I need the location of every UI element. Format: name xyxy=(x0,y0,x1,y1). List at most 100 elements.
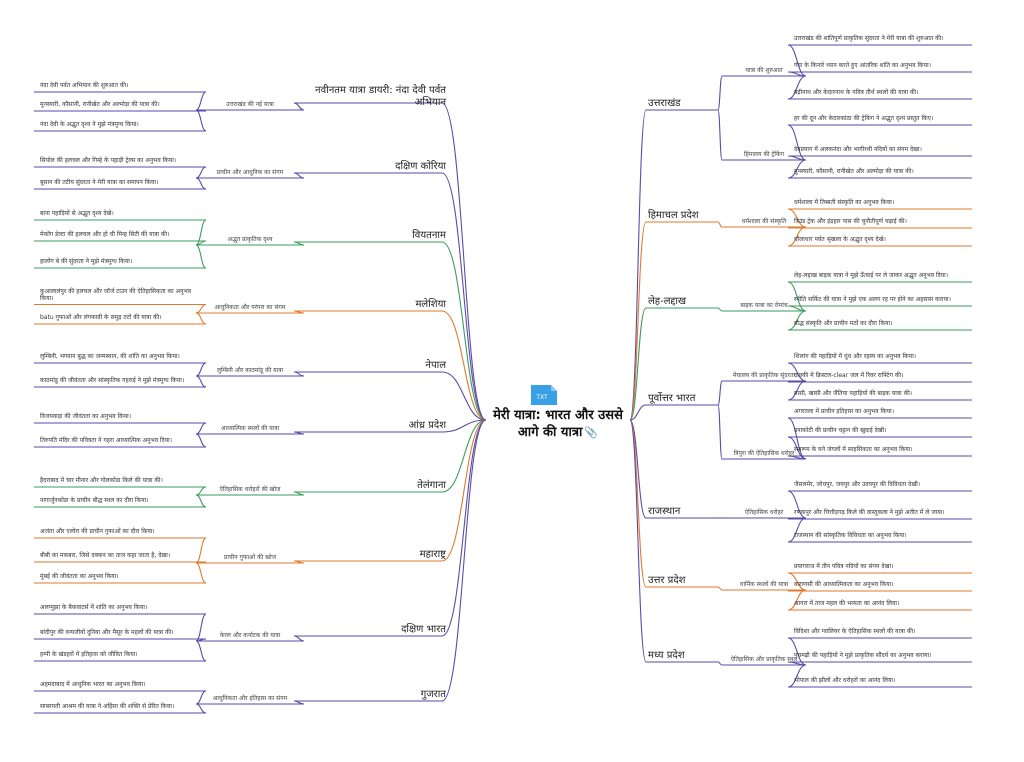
leaf-topic[interactable]: हम्पी के खंडहरों में इतिहास को जीवित किय… xyxy=(40,651,138,658)
leaf-topic[interactable]: नंदा देवी के अद्भुत दृश्य ने मुझे मंत्रम… xyxy=(40,121,139,128)
subtopic-left-5-0[interactable]: आध्यात्मिक स्थलों की यात्रा xyxy=(220,425,280,432)
leaf-topic[interactable]: मेकोंग डेल्टा की हलचल और हो ची मिन्ह सिट… xyxy=(40,231,170,238)
subtopic-left-2-0[interactable]: अद्भुत प्राकृतिक दृश्य xyxy=(227,236,273,243)
subtopic-left-7-0[interactable]: प्राचीन गुफाओं की खोज xyxy=(223,554,277,561)
subtopic-left-3-0[interactable]: आधुनिकता और परंपरा का संगम xyxy=(214,304,286,311)
subtopic-right-0-1[interactable]: हिमालय की ट्रेकिंग xyxy=(744,151,784,158)
leaf-topic[interactable]: नागार्जुनकोंडा के प्राचीन बौद्ध स्थल का … xyxy=(40,497,149,504)
connector-line xyxy=(629,109,647,421)
central-topic-title: मेरी यात्रा: भारत और उससे आगे की यात्रा xyxy=(493,408,623,440)
central-topic[interactable]: मेरी यात्रा: भारत और उससे आगे की यात्रा📎 xyxy=(488,408,628,442)
branch-left-9[interactable]: गुजरात xyxy=(420,688,446,700)
subtopic-left-0-0[interactable]: उत्तराखंड की नई यात्रा xyxy=(226,101,274,108)
leaf-topic[interactable]: देवप्रयाग में अलकनंदा और भागीरथी नदियों … xyxy=(794,146,922,153)
subtopic-right-1-0[interactable]: धर्मशाला की संस्कृति xyxy=(741,218,787,225)
branch-left-0[interactable]: नवीनतम यात्रा डायरी: नंदा देवी पर्वत अभि… xyxy=(315,84,446,109)
leaf-topic[interactable]: मासी, खासी और जैंतिया पहाड़ियों की बाइक … xyxy=(794,390,913,397)
leaf-topic[interactable]: गंगा के किनारे ध्यान करते हुए आंतरिक शां… xyxy=(794,62,931,69)
leaf-topic[interactable]: मुनस्यारी, कौसानी, रानीखेत और अल्मोड़ा क… xyxy=(40,101,160,108)
subtopic-right-4-0[interactable]: ऐतिहासिक धरोहर xyxy=(744,509,784,516)
leaf-topic[interactable]: उनाकोटी की प्राचीन चट्टान की खुदाई देखी। xyxy=(794,427,887,434)
subtopic-left-9-0[interactable]: आधुनिकता और इतिहास का संगम xyxy=(212,695,288,702)
leaf-topic[interactable]: लुम्बिनी, भगवान बुद्ध का जन्मस्थान, की श… xyxy=(40,353,180,360)
leaf-topic[interactable]: अगरतला में प्राचीन इतिहास का अनुभव किया। xyxy=(794,408,894,415)
branch-left-6[interactable]: तेलंगाना xyxy=(417,479,446,491)
branch-right-0[interactable]: उत्तराखंड xyxy=(648,97,681,109)
leaf-topic[interactable]: बुसान की तटीय सुंदरता ने मेरी यात्रा का … xyxy=(40,179,159,186)
connector-line xyxy=(293,491,305,496)
branch-left-7[interactable]: महाराष्ट्र xyxy=(419,548,446,560)
leaf-topic[interactable]: काठमांडू की जीवंतता और सांस्कृतिक गहराई … xyxy=(40,377,185,384)
subtopic-right-6-0[interactable]: ऐतिहासिक और प्राकृतिक स्थल xyxy=(730,656,798,663)
connector-line xyxy=(441,419,487,637)
leaf-topic[interactable]: कुआलालंपुर की हलचल और जॉर्ज टाउन की ऐतिह… xyxy=(40,287,192,303)
leaf-topic[interactable]: हर की दून और केदारकांठा की ट्रेकिंग ने अ… xyxy=(794,115,934,122)
leaf-topic[interactable]: अहमदाबाद में आधुनिक भारत का अनुभव किया। xyxy=(40,681,146,688)
subtopic-right-0-0[interactable]: यात्रा की शुरुआत xyxy=(745,67,783,74)
branch-left-3[interactable]: मलेशिया xyxy=(415,298,446,310)
connector-line xyxy=(293,172,305,179)
subtopic-right-3-0[interactable]: मेघालय की प्राकृतिक सुंदरता xyxy=(733,372,795,379)
leaf-topic[interactable]: सियोल की हलचल और गिम्हे के पहाड़ी ट्रेल्… xyxy=(40,157,177,164)
leaf-topic[interactable]: बौद्ध संस्कृति और प्राचीन मठों का दौरा क… xyxy=(794,320,893,327)
leaf-topic[interactable]: विदिशा और ग्वालियर के ऐतिहासिक स्थलों की… xyxy=(794,628,916,635)
leaf-topic[interactable]: उत्तराखंड की शांतिपूर्ण प्राकृतिक सुंदरत… xyxy=(794,35,944,42)
leaf-topic[interactable]: त्रिउंड ट्रेक और इंद्रहार पास की चुनौतीप… xyxy=(794,218,907,225)
leaf-topic[interactable]: दावकी में क्रिस्टल-clear जल में रिवर राफ… xyxy=(794,372,904,379)
leaf-topic[interactable]: हैदराबाद में चार मीनार और गोलकोंडा किले … xyxy=(40,477,163,484)
branch-left-1[interactable]: दक्षिण कोरिया xyxy=(395,160,446,172)
leaf-topic[interactable]: विजयवाड़ा की जीवंतता का अनुभव किया। xyxy=(40,413,132,420)
leaf-topic[interactable]: आगरा में ताज महल की भव्यता का आनंद लिया। xyxy=(794,600,900,607)
leaf-topic[interactable]: पचमढ़ी की पहाड़ियों ने मुझे प्राकृतिक सौ… xyxy=(794,652,932,659)
leaf-topic[interactable]: सबरूम के घने जंगलों में साहसिकता का अनुभ… xyxy=(794,446,913,453)
leaf-topic[interactable]: बद्रीनाथ और केदारनाथ के पवित्र तीर्थ स्थ… xyxy=(794,89,919,96)
branch-right-1[interactable]: हिमाचल प्रदेश xyxy=(648,209,699,221)
branch-right-2[interactable]: लेह-लद्दाख xyxy=(648,295,687,307)
leaf-topic[interactable]: राजस्थान की सांस्कृतिक विविधता का अनुभव … xyxy=(794,532,907,539)
connector-line xyxy=(787,664,807,688)
connector-line xyxy=(441,371,487,421)
connector-line xyxy=(717,307,723,312)
connector-line xyxy=(293,241,305,246)
leaf-topic[interactable]: धर्मशाला में तिब्बती संस्कृति का अनुभव क… xyxy=(794,199,895,206)
leaf-topic[interactable]: अलप्पुझा के बैकवाटर्स में शांति का अनुभव… xyxy=(40,604,148,611)
leaf-topic[interactable]: बीबी का मकबरा, जिसे दक्कन का ताज कहा जात… xyxy=(40,552,171,559)
leaf-topic[interactable]: धौलाधार पर्वत श्रृंखला के अद्भुत दृश्य द… xyxy=(794,236,886,243)
subtopic-left-1-0[interactable]: प्राचीन और आधुनिक का संगम xyxy=(216,169,284,176)
leaf-topic[interactable]: हालोंग बे की सुंदरता ने मुझे मंत्रमुग्ध … xyxy=(40,258,133,265)
leaf-topic[interactable]: नंदा देवी पर्वत अभियान की शुरुआत की। xyxy=(40,82,129,89)
leaf-topic[interactable]: बाना पहाड़ियों से अद्भुत दृश्य देखे। xyxy=(40,210,114,217)
branch-right-3[interactable]: पूर्वोत्तर भारत xyxy=(648,392,696,404)
leaf-topic[interactable]: प्रयागराज में तीन पवित्र नदियों का संगम … xyxy=(794,563,894,570)
connector-line xyxy=(195,640,207,662)
branch-left-2[interactable]: वियतनाम xyxy=(412,229,446,241)
subtopic-right-3-1[interactable]: त्रिपुरा की ऐतिहासिक धरोहर xyxy=(733,450,795,457)
leaf-topic[interactable]: मुनस्यारी, कौसानी, रानीखेत और अल्मोड़ा क… xyxy=(794,168,914,175)
leaf-topic[interactable]: स्पीति सर्किट की यात्रा ने मुझे एक अलग र… xyxy=(794,296,951,303)
branch-left-5[interactable]: आंध्र प्रदेश xyxy=(408,419,446,431)
leaf-topic[interactable]: बांदीपुर की वन्यजीवों दुनिया और मैसूर के… xyxy=(40,629,174,636)
branch-right-4[interactable]: राजस्थान xyxy=(648,505,681,517)
leaf-topic[interactable]: batu गुफाओं और लंगकावी के समुद्र तटों की… xyxy=(40,314,162,321)
subtopic-right-5-0[interactable]: धार्मिक स्थलों की यात्रा xyxy=(739,581,789,588)
leaf-topic[interactable]: जैसलमेर, जोधपुर, जयपुर और उदयपुर की विवि… xyxy=(794,481,921,488)
branch-left-4[interactable]: नेपाल xyxy=(425,359,446,371)
subtopic-right-2-0[interactable]: बाइक यात्रा का रोमांच xyxy=(740,302,788,309)
subtopic-left-8-0[interactable]: केरल और कर्नाटक की यात्रा xyxy=(219,632,281,639)
leaf-topic[interactable]: मुंबई की जीवंतता का अनुभव किया। xyxy=(40,573,119,580)
leaf-topic[interactable]: वाराणसी की आध्यात्मिकता का अनुभव किया। xyxy=(794,581,894,588)
leaf-topic[interactable]: रणकपुर और चित्तौड़गढ़ किले की वास्तुकला … xyxy=(794,509,945,516)
leaf-topic[interactable]: तिरुपति मंदिर की पवित्रता ने गहरा आध्यात… xyxy=(40,437,173,444)
subtopic-left-4-0[interactable]: लुम्बिनी और काठमांडू की यात्रा xyxy=(216,367,284,374)
leaf-topic[interactable]: साबरमती आश्रम की यात्रा ने अहिंसा की शक्… xyxy=(40,703,175,710)
connector-line xyxy=(195,362,207,377)
leaf-topic[interactable]: भोपाल की झीलों और धरोहरों का आनंद लिया। xyxy=(794,677,896,684)
leaf-topic[interactable]: शिलांग की पहाड़ियों में धुंध और रहस्य का… xyxy=(794,353,917,360)
branch-left-8[interactable]: दक्षिण भारत xyxy=(401,623,446,635)
connector-line xyxy=(629,419,647,588)
leaf-topic[interactable]: अजंता और एलोरा की प्राचीन गुफाओं का दौरा… xyxy=(40,528,155,535)
leaf-topic[interactable]: लेह-लद्दाख बाइक यात्रा ने मुझे ऊँचाई पर … xyxy=(794,272,948,279)
branch-right-6[interactable]: मध्य प्रदेश xyxy=(648,649,685,661)
branch-right-5[interactable]: उत्तर प्रदेश xyxy=(648,574,686,586)
subtopic-left-6-0[interactable]: ऐतिहासिक धरोहरों की खोज xyxy=(219,486,281,493)
